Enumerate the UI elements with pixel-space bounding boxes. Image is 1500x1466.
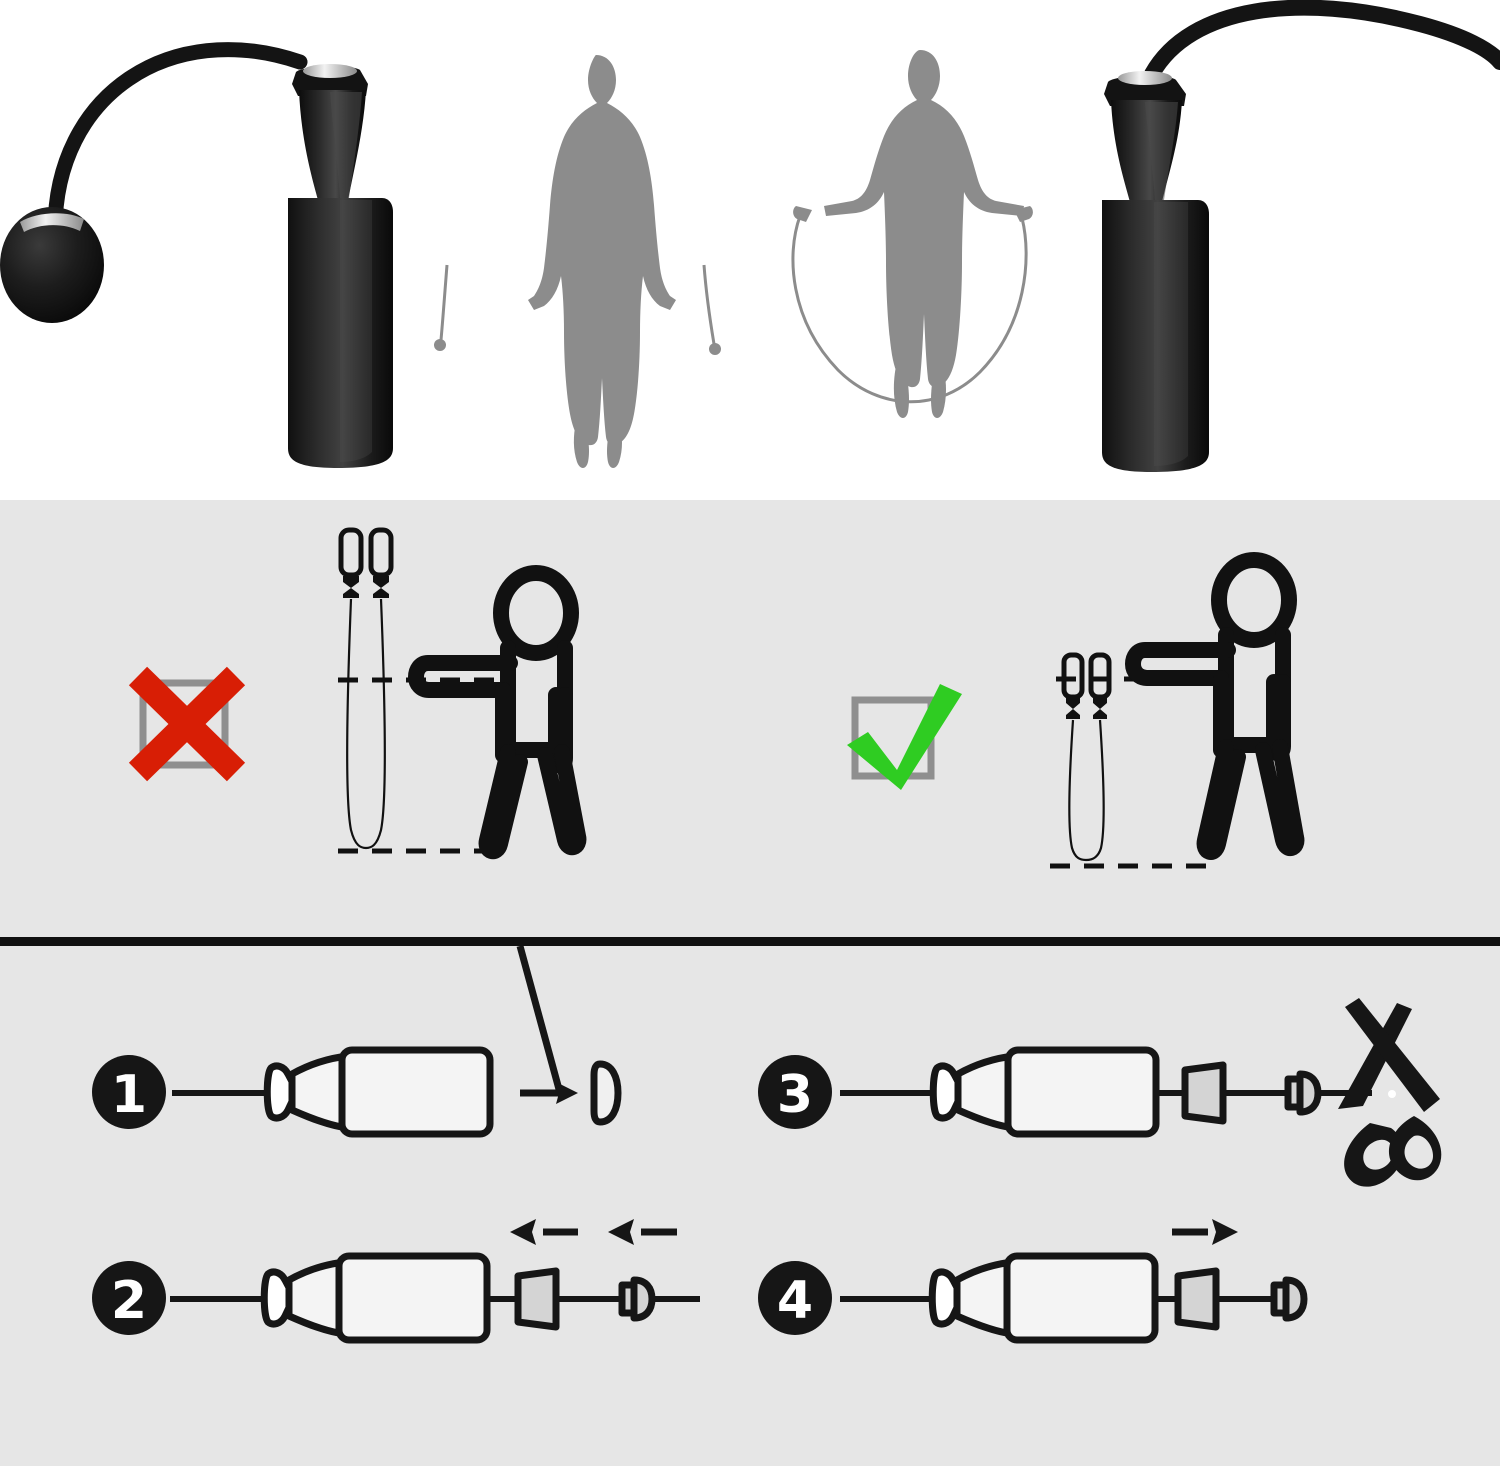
figure-leg-left-incorrect: [478, 744, 528, 860]
handle-swivel-left-correct: [1066, 698, 1080, 719]
rope-swing-arc: [791, 215, 1028, 404]
handle-body-left-correct: [1061, 652, 1085, 700]
handle-grip-step1: [338, 1046, 494, 1138]
handle-grip-right: [1102, 200, 1209, 472]
handle-bearing-right: [1118, 71, 1172, 85]
rope-strand-left-incorrect: [346, 598, 367, 850]
jump-rope-right-assembly: [1102, 0, 1500, 472]
handle-swivel-right: [1104, 75, 1186, 106]
product-photo-panel: [0, 0, 1500, 500]
scissors-icon: [1338, 998, 1442, 1187]
handle-swivel-left-incorrect: [343, 576, 359, 598]
metal-collar-left: [20, 213, 84, 232]
step-3-number: 3: [777, 1065, 813, 1125]
removed-end-cap-step1: [590, 1060, 622, 1126]
handle-neck-highlight-right: [1145, 102, 1178, 200]
step-3-badge: [758, 1055, 832, 1129]
rope-strand-right-incorrect: [365, 598, 386, 850]
arrow-left-icon-b-step2: [608, 1219, 677, 1245]
cable-stopper-small-step2: [618, 1276, 656, 1322]
figure-leg-right-correct: [1255, 739, 1305, 856]
scissor-blade-lower: [1345, 998, 1440, 1112]
arrow-left-icon-a-step2: [510, 1219, 578, 1245]
scissor-handle-left: [1344, 1123, 1403, 1187]
handle-body-right-incorrect: [368, 527, 394, 578]
arrow-right-icon-step4: [1172, 1219, 1238, 1245]
figure-head-correct: [1211, 552, 1297, 648]
figure-arm-extended-incorrect: [408, 655, 518, 698]
cable-arc-left: [47, 42, 308, 238]
stick-figure-correct: [1125, 552, 1305, 860]
figure-leg-left-correct: [1196, 739, 1246, 860]
silhouette-rope-swinging: [791, 50, 1033, 418]
figure-head-incorrect: [493, 565, 579, 661]
step-4-number: 4: [777, 1271, 813, 1331]
woman-body-1: [528, 55, 676, 446]
handle-grip-highlight-right: [1154, 202, 1188, 466]
checkbox-box-incorrect[interactable]: [139, 679, 229, 769]
handle-body-right-correct: [1088, 652, 1112, 700]
step-1-badge: [92, 1055, 166, 1129]
handle-grip-left: [288, 198, 393, 468]
handle-swivel-right-correct: [1093, 698, 1107, 719]
sizing-guide-illustration: [128, 527, 1305, 869]
rope-strand-right-correct: [1085, 719, 1105, 862]
arrow-right-icon-step1: [516, 946, 578, 1104]
product-photo-illustration: [0, 0, 1500, 472]
handle-neck-highlight-left: [330, 92, 362, 198]
rope-handle-swing-right: [1014, 206, 1033, 222]
step-2-group: 2: [92, 1219, 700, 1344]
step-4-group: 4: [758, 1219, 1308, 1344]
handle-bearing-left: [303, 64, 357, 78]
steps-illustration: 1 2: [92, 946, 1442, 1344]
stick-figure-incorrect: [408, 565, 587, 860]
woman-foot-left-1: [573, 422, 589, 468]
green-check-icon: [847, 684, 962, 790]
correct-length-group: [847, 552, 1305, 869]
rope-bead-right-1: [709, 343, 721, 355]
figure-leg-right-incorrect: [537, 744, 587, 856]
handle-body-left-incorrect: [338, 527, 364, 578]
step-2-badge: [92, 1261, 166, 1335]
step-3-group: 3: [758, 998, 1442, 1187]
rope-length-sizing-panel: [0, 500, 1500, 937]
rope-strand-left-1: [439, 264, 449, 341]
cable-stopper-small-step4: [1270, 1276, 1308, 1322]
handle-grip-highlight-left: [340, 200, 372, 462]
step-4-badge: [758, 1261, 832, 1335]
step-1-number: 1: [111, 1065, 147, 1125]
rope-handles-correct: [1061, 652, 1112, 862]
woman-foot-right-2: [931, 366, 946, 418]
rope-bead-left-1: [434, 339, 446, 351]
cable-ball-end-left: [0, 207, 104, 323]
woman-foot-right-1: [607, 422, 622, 468]
cable-arc-right: [1144, 0, 1500, 82]
handle-grip-step4: [1003, 1252, 1159, 1344]
panel-divider: [0, 937, 1500, 946]
rope-strand-right-1: [702, 264, 716, 345]
handle-grip-step2: [335, 1252, 491, 1344]
rope-strand-left-correct: [1068, 719, 1087, 862]
silhouette-rope-at-sides: [434, 55, 721, 468]
cable-stopper-large-step4: [1174, 1267, 1220, 1331]
rope-handles-incorrect: [338, 527, 394, 850]
handle-grip-step3: [1004, 1046, 1160, 1138]
red-x-icon: [128, 666, 246, 782]
figure-arm-extended-correct: [1125, 642, 1236, 686]
scissor-handle-right: [1388, 1116, 1442, 1181]
cable-stopper-small-step3: [1284, 1070, 1322, 1116]
woman-body-2: [824, 50, 1024, 388]
handle-swivel-right-incorrect: [373, 576, 389, 598]
cable-stopper-large-step3: [1181, 1061, 1227, 1125]
adjustment-steps-panel: 1 2: [0, 946, 1500, 1466]
scissor-blade-upper: [1338, 1003, 1412, 1109]
scissor-pivot: [1388, 1090, 1396, 1098]
incorrect-length-group: [128, 527, 587, 860]
step-1-group: 1: [92, 946, 622, 1138]
rope-handle-swing-left: [793, 206, 812, 222]
jump-rope-left-assembly: [0, 42, 393, 468]
step-2-number: 2: [111, 1271, 147, 1331]
cable-stopper-large-step2: [514, 1267, 560, 1331]
woman-foot-left-2: [893, 366, 909, 418]
